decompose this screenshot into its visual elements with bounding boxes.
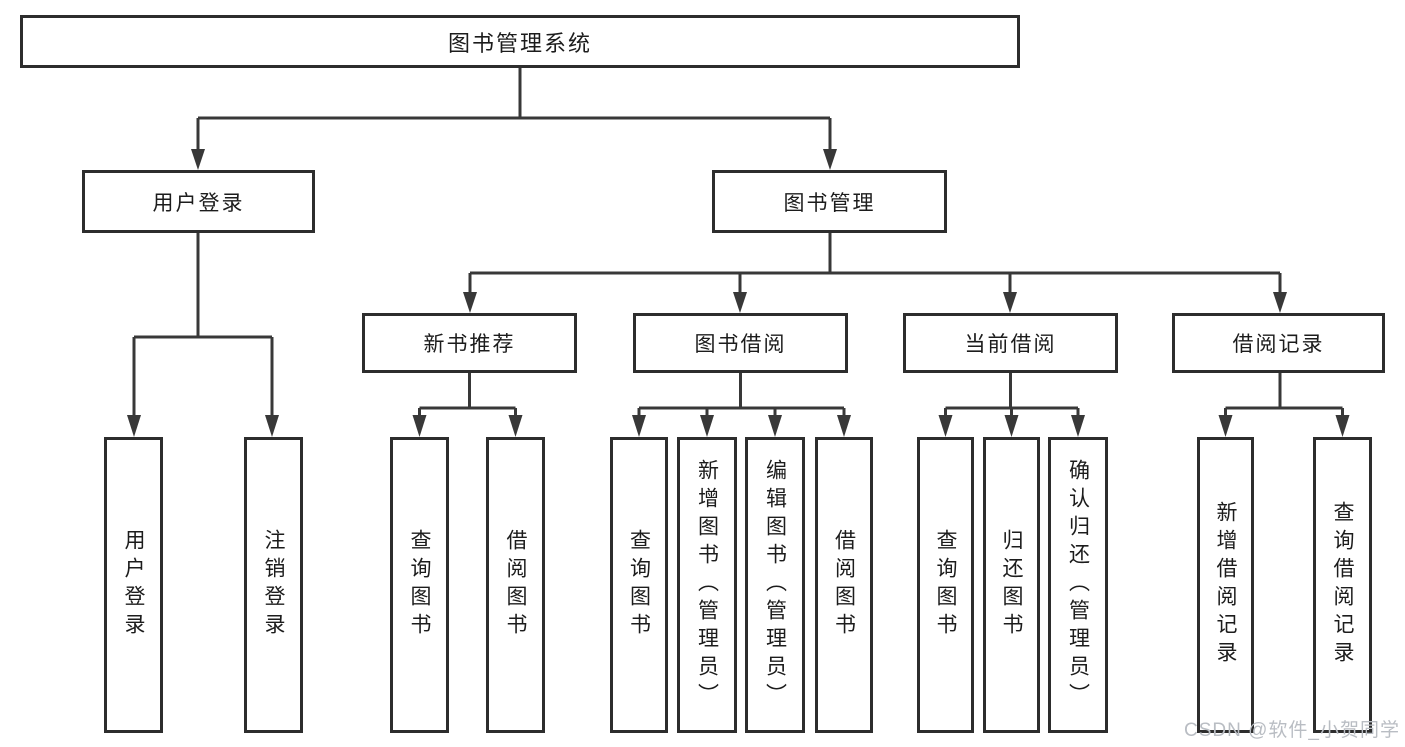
leaf-borrow-book-2: 借阅图书 — [815, 437, 873, 733]
node-label: 图书借阅 — [694, 333, 787, 356]
arrow-down-icon — [508, 415, 523, 437]
node-label: 新书推荐 — [423, 333, 516, 356]
arrow-down-icon — [463, 292, 477, 313]
node-label: 借阅记录 — [1232, 333, 1325, 356]
arrow-down-icon — [823, 149, 837, 170]
arrow-down-icon — [191, 149, 205, 170]
node-label: 用户登录 — [152, 191, 245, 215]
connector-root — [191, 68, 837, 170]
node-label: 确认归还（管理员） — [1066, 459, 1090, 711]
node-current-borrow: 当前借阅 — [903, 313, 1118, 373]
node-label: 查询借阅记录 — [1331, 501, 1354, 669]
leaf-query-book-3: 查询图书 — [917, 437, 974, 733]
node-label: 查询图书 — [408, 529, 431, 641]
leaf-logout: 注销登录 — [244, 437, 303, 733]
arrow-down-icon — [1003, 292, 1017, 313]
arrow-down-icon — [265, 415, 279, 437]
leaf-query-book-2: 查询图书 — [610, 437, 668, 733]
arrow-down-icon — [632, 415, 646, 437]
node-label: 新增图书（管理员） — [695, 459, 719, 711]
connector-user-login — [127, 233, 279, 437]
leaf-user-login: 用户登录 — [104, 437, 163, 733]
arrow-down-icon — [1071, 415, 1085, 437]
arrow-down-icon — [127, 415, 141, 437]
arrow-down-icon — [837, 415, 851, 437]
leaf-add-borrow-record: 新增借阅记录 — [1197, 437, 1254, 733]
node-label: 编辑图书（管理员） — [763, 459, 787, 711]
csdn-watermark: CSDN @软件_小贺同学 — [1184, 720, 1400, 741]
arrow-down-icon — [1335, 415, 1350, 437]
arrow-down-icon — [700, 415, 714, 437]
leaf-return-book: 归还图书 — [983, 437, 1040, 733]
arrow-down-icon — [1004, 415, 1019, 437]
connector-new-book — [412, 373, 523, 437]
node-borrow-record: 借阅记录 — [1172, 313, 1385, 373]
leaf-borrow-book-1: 借阅图书 — [486, 437, 545, 733]
node-label: 查询图书 — [934, 529, 957, 641]
node-system-root: 图书管理系统 — [20, 15, 1020, 68]
arrow-down-icon — [768, 415, 782, 437]
node-label: 归还图书 — [1000, 529, 1023, 641]
node-label: 新增借阅记录 — [1214, 501, 1237, 669]
node-label: 借阅图书 — [832, 529, 856, 641]
arrow-down-icon — [1218, 415, 1233, 437]
leaf-query-book-1: 查询图书 — [390, 437, 449, 733]
leaf-confirm-return-admin: 确认归还（管理员） — [1048, 437, 1108, 733]
arrow-down-icon — [1273, 292, 1287, 313]
connector-borrow-record — [1218, 373, 1350, 437]
arrow-down-icon — [733, 292, 747, 313]
arrow-down-icon — [412, 415, 427, 437]
node-user-login: 用户登录 — [82, 170, 315, 233]
node-label: 用户登录 — [122, 529, 145, 641]
node-label: 借阅图书 — [504, 529, 527, 641]
connector-current-borrow — [938, 373, 1085, 437]
node-new-book-recommend: 新书推荐 — [362, 313, 577, 373]
leaf-query-borrow-record: 查询借阅记录 — [1313, 437, 1372, 733]
node-book-borrow: 图书借阅 — [633, 313, 848, 373]
node-label: 查询图书 — [627, 529, 651, 641]
node-label: 当前借阅 — [964, 333, 1057, 356]
leaf-add-book-admin: 新增图书（管理员） — [677, 437, 737, 733]
node-label: 注销登录 — [262, 529, 285, 641]
leaf-edit-book-admin: 编辑图书（管理员） — [745, 437, 805, 733]
connector-book-management — [463, 233, 1287, 313]
node-label: 图书管理系统 — [447, 30, 592, 56]
node-label: 图书管理 — [783, 191, 876, 215]
arrow-down-icon — [938, 415, 953, 437]
node-book-management: 图书管理 — [712, 170, 947, 233]
connector-book-borrow — [632, 373, 851, 437]
